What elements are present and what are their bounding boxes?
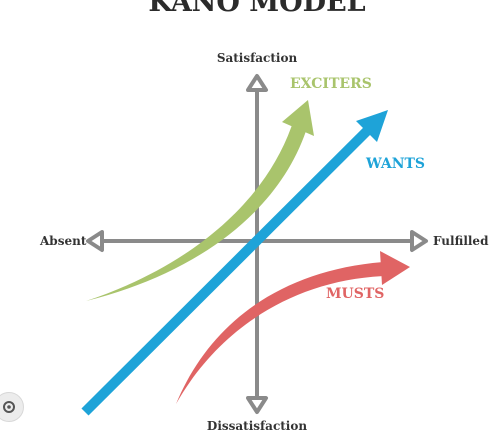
axis-label-bottom: Dissatisfaction [207, 419, 307, 433]
exciters-curve-body [86, 125, 306, 301]
arrow-down-icon [246, 396, 268, 414]
musts-curve-body [176, 262, 385, 404]
exciters-arrowhead [282, 100, 314, 136]
axis-label-left: Absent [39, 234, 87, 248]
lens-icon [3, 401, 15, 413]
exciters-curve [86, 100, 314, 301]
arrow-up-icon [246, 74, 268, 92]
wants-line [81, 110, 388, 416]
musts-arrowhead [380, 251, 410, 285]
wants-line-body [81, 124, 374, 416]
wants-arrowhead [356, 110, 388, 142]
arrow-right-icon [410, 230, 428, 252]
exciters-label: EXCITERS [290, 76, 372, 92]
axis-label-top: Satisfaction [217, 51, 298, 65]
lens-button[interactable] [0, 392, 24, 422]
musts-curve [176, 251, 410, 404]
musts-label: MUSTS [326, 286, 384, 302]
diagram-title: KANO MODEL [148, 0, 365, 18]
arrow-left-icon [86, 230, 104, 252]
wants-label: WANTS [365, 156, 425, 172]
axis-label-right: Fulfilled [433, 234, 489, 248]
